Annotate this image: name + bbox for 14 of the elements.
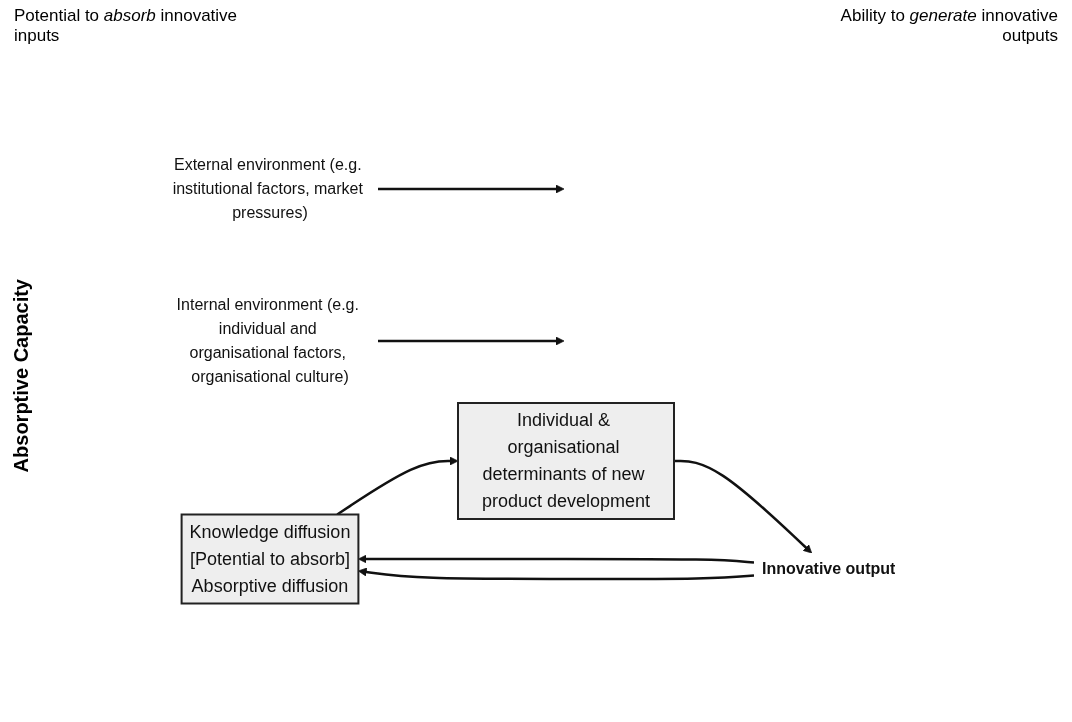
arrow [358,567,755,580]
node-text: External environment (e.g. institutional factors, market pressures) [172,155,364,221]
node-box: Individual & organisational determinants of new product development [457,401,676,520]
note-text: Ability to generate innovative outputs [839,6,1058,46]
node-text: Internal environment (e.g. individual and organisational factors, organisational culture) [176,295,360,385]
arrow [378,336,565,346]
arrow [674,459,813,554]
node-text: Innovative output [762,559,896,577]
note-text: Absorptive Capacity [10,279,33,473]
arrow [358,554,755,564]
node-box: Knowledge diffusion [Potential to absorb] Absorptive diffusion [180,513,360,605]
arrow [378,184,565,194]
note-text: Potential to absorb innovative inputs [14,6,239,46]
arrow [336,456,459,516]
